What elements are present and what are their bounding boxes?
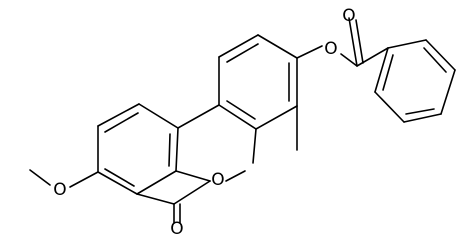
methoxy-group [29, 169, 99, 188]
ring-b [175, 104, 257, 182]
lactone-carbonyl [136, 180, 211, 224]
lactone-carbonyl-oxygen-label: O [170, 219, 183, 238]
ring-oxygen-label: O [211, 170, 224, 190]
ether-oxygen-label: O [324, 39, 337, 59]
phenacyloxy-chain [296, 17, 389, 67]
ketone-oxygen-label: O [342, 6, 355, 26]
methoxy-oxygen-label: O [53, 180, 66, 200]
ring-c [218, 34, 298, 130]
ring-a [97, 103, 179, 195]
phenyl-ring [374, 39, 456, 123]
